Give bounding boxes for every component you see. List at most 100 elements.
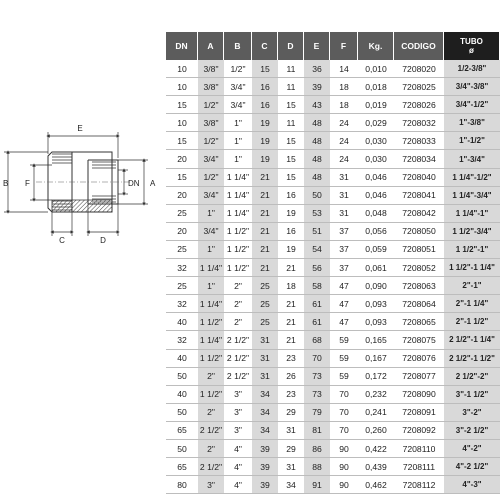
cell-tubo: 1 1/4"-3/4"	[444, 186, 500, 205]
cell-c: 16	[252, 78, 278, 97]
cell-dn: 50	[166, 368, 198, 386]
cell-tubo: 1 1/2"-1"	[444, 240, 500, 260]
cell-f: 59	[330, 331, 358, 350]
cell-kg: 0,090	[358, 277, 394, 296]
cell-tubo: 1 1/2"-1 1/4"	[444, 259, 500, 278]
cell-b: 1/2"	[224, 60, 252, 79]
cell-e: 79	[304, 403, 330, 422]
cell-codigo: 7208051	[394, 241, 444, 260]
label-A: A	[150, 179, 156, 188]
cell-kg: 0,056	[358, 223, 394, 241]
cell-e: 43	[304, 96, 330, 115]
cell-kg: 0,030	[358, 132, 394, 151]
cell-tubo: 4"-2"	[444, 439, 500, 459]
cell-kg: 0,093	[358, 295, 394, 314]
cell-dn: 10	[166, 60, 198, 79]
cell-dn: 20	[166, 187, 198, 205]
label-F: F	[25, 179, 30, 188]
header-codigo: CODIGO	[394, 32, 444, 60]
cell-a: 2 1/2"	[198, 421, 224, 440]
cell-dn: 10	[166, 78, 198, 97]
cell-f: 70	[330, 404, 358, 422]
cell-codigo: 7208042	[394, 205, 444, 223]
header-f: F	[330, 32, 358, 60]
cell-codigo: 7208076	[394, 350, 444, 368]
cell-tubo: 3"-2 1/2"	[444, 421, 500, 440]
cell-c: 25	[252, 295, 278, 314]
cell-c: 34	[252, 403, 278, 422]
cell-e: 70	[304, 349, 330, 368]
header-dn: DN	[166, 32, 198, 60]
cell-kg: 0,232	[358, 386, 394, 404]
cell-codigo: 7208040	[394, 169, 444, 187]
cell-codigo: 7208025	[394, 78, 444, 97]
cell-tubo: 2 1/2"-1 1/2"	[444, 349, 500, 368]
cell-a: 1 1/2"	[198, 385, 224, 404]
cell-b: 2 1/2"	[224, 350, 252, 368]
cell-dn: 40	[166, 386, 198, 404]
cell-e: 56	[304, 259, 330, 278]
cell-codigo: 7208065	[394, 313, 444, 332]
cell-dn: 32	[166, 295, 198, 314]
cell-e: 73	[304, 367, 330, 386]
cell-c: 19	[252, 150, 278, 169]
cell-b: 1 1/2"	[224, 223, 252, 241]
cell-dn: 50	[166, 440, 198, 459]
cell-d: 15	[278, 132, 304, 151]
cell-e: 68	[304, 331, 330, 350]
cell-f: 70	[330, 422, 358, 440]
cell-f: 37	[330, 241, 358, 260]
cell-f: 24	[330, 132, 358, 151]
cell-b: 1 1/4"	[224, 169, 252, 187]
cell-d: 15	[278, 150, 304, 169]
cell-d: 15	[278, 96, 304, 115]
cell-tubo: 2 1/2"-2"	[444, 367, 500, 386]
cell-kg: 0,046	[358, 169, 394, 187]
cell-tubo: 1"-3/8"	[444, 114, 500, 133]
cell-tubo: 2"-1 1/4"	[444, 295, 500, 314]
cell-e: 91	[304, 476, 330, 495]
cell-d: 16	[278, 223, 304, 241]
cell-e: 39	[304, 78, 330, 97]
cell-c: 19	[252, 132, 278, 151]
cell-d: 16	[278, 187, 304, 205]
cell-f: 47	[330, 313, 358, 332]
cell-dn: 15	[166, 132, 198, 151]
cell-d: 31	[278, 422, 304, 440]
cell-f: 59	[330, 368, 358, 386]
cell-codigo: 7208041	[394, 187, 444, 205]
cell-dn: 25	[166, 205, 198, 223]
cell-a: 3/8"	[198, 78, 224, 97]
cell-c: 19	[252, 114, 278, 133]
cell-d: 11	[278, 114, 304, 133]
cell-tubo: 3"-2"	[444, 403, 500, 422]
cell-tubo: 1 1/4"-1/2"	[444, 168, 500, 187]
cell-a: 3"	[198, 476, 224, 495]
cell-codigo: 7208063	[394, 277, 444, 296]
cell-a: 2"	[198, 439, 224, 459]
cell-a: 1/2"	[198, 96, 224, 115]
cell-dn: 32	[166, 331, 198, 350]
cell-codigo: 7208052	[394, 259, 444, 278]
cell-c: 16	[252, 96, 278, 115]
cell-dn: 25	[166, 241, 198, 260]
cell-kg: 0,030	[358, 150, 394, 169]
cell-tubo: 2"-1 1/2"	[444, 313, 500, 332]
cell-c: 21	[252, 222, 278, 241]
cell-dn: 15	[166, 169, 198, 187]
cell-b: 2"	[224, 313, 252, 332]
cell-f: 37	[330, 259, 358, 278]
cell-f: 24	[330, 114, 358, 133]
cell-b: 3/4"	[224, 96, 252, 115]
cell-b: 2"	[224, 295, 252, 314]
cell-kg: 0,059	[358, 241, 394, 260]
cell-a: 3/8"	[198, 114, 224, 133]
cell-a: 3/4"	[198, 222, 224, 241]
cell-b: 3/4"	[224, 78, 252, 97]
cell-c: 21	[252, 240, 278, 260]
cell-tubo: 3/4"-3/8"	[444, 78, 500, 97]
cell-f: 47	[330, 277, 358, 296]
